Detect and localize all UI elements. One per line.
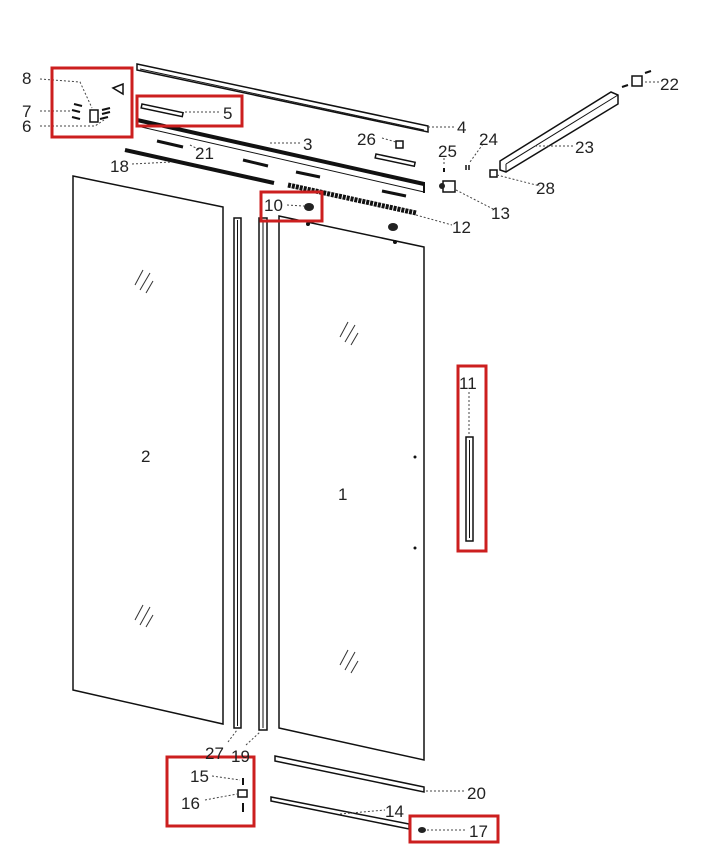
highlight-box-6-7-8	[50, 66, 134, 139]
stopper-17	[418, 827, 426, 833]
label-2: 2	[141, 447, 150, 466]
bottom-seal-20	[274, 755, 425, 793]
highlight-box-5	[135, 94, 244, 128]
label-14: 14	[385, 802, 404, 821]
label-20: 20	[467, 784, 486, 803]
highlight-box-17	[408, 814, 500, 844]
part-5b	[374, 153, 417, 168]
label-17: 17	[469, 822, 488, 841]
label-19: 19	[231, 747, 250, 766]
connector-13	[439, 180, 456, 193]
profile-19	[258, 217, 268, 731]
end-cap-28	[489, 169, 498, 178]
roller-10b	[388, 223, 398, 231]
strips-21	[156, 139, 407, 198]
seal-18	[124, 148, 275, 185]
glass-panel-2	[72, 175, 224, 725]
label-13: 13	[491, 204, 510, 223]
label-6: 6	[22, 117, 31, 136]
label-28: 28	[536, 179, 555, 198]
part-labels: 8 7 6 5 4 3 26 21 18 25 24 23 22 28 13 1…	[22, 69, 679, 841]
label-3: 3	[303, 135, 312, 154]
label-25: 25	[438, 142, 457, 161]
top-rail-3	[136, 118, 425, 193]
seal-12	[287, 182, 417, 216]
screws-24	[465, 165, 470, 170]
label-7: 7	[22, 102, 31, 121]
profile-27	[233, 217, 242, 729]
top-rail-4	[136, 63, 429, 133]
label-10: 10	[264, 196, 283, 215]
part-26	[395, 140, 404, 149]
label-27: 27	[205, 744, 224, 763]
bar-23	[499, 91, 619, 173]
label-16: 16	[181, 794, 200, 813]
handle-11	[465, 436, 474, 542]
label-26: 26	[357, 130, 376, 149]
label-4: 4	[457, 118, 466, 137]
end-cap-22	[621, 70, 652, 88]
highlight-box-10	[259, 190, 324, 223]
label-5: 5	[223, 104, 232, 123]
part-5	[140, 103, 184, 118]
highlight-boxes	[50, 66, 500, 844]
label-22: 22	[660, 75, 679, 94]
label-12: 12	[452, 218, 471, 237]
roller-10	[304, 203, 314, 211]
highlight-box-15-16	[165, 755, 256, 828]
label-18: 18	[110, 157, 129, 176]
label-8: 8	[22, 69, 31, 88]
label-21: 21	[195, 144, 214, 163]
label-11: 11	[459, 374, 477, 393]
guide-15-16	[237, 778, 248, 812]
highlight-box-11	[456, 364, 488, 553]
bracket-parts-6-7-8	[71, 82, 124, 123]
label-1: 1	[338, 485, 347, 504]
glass-panel-1	[278, 215, 425, 761]
label-23: 23	[575, 138, 594, 157]
label-24: 24	[479, 130, 498, 149]
label-15: 15	[190, 767, 209, 786]
